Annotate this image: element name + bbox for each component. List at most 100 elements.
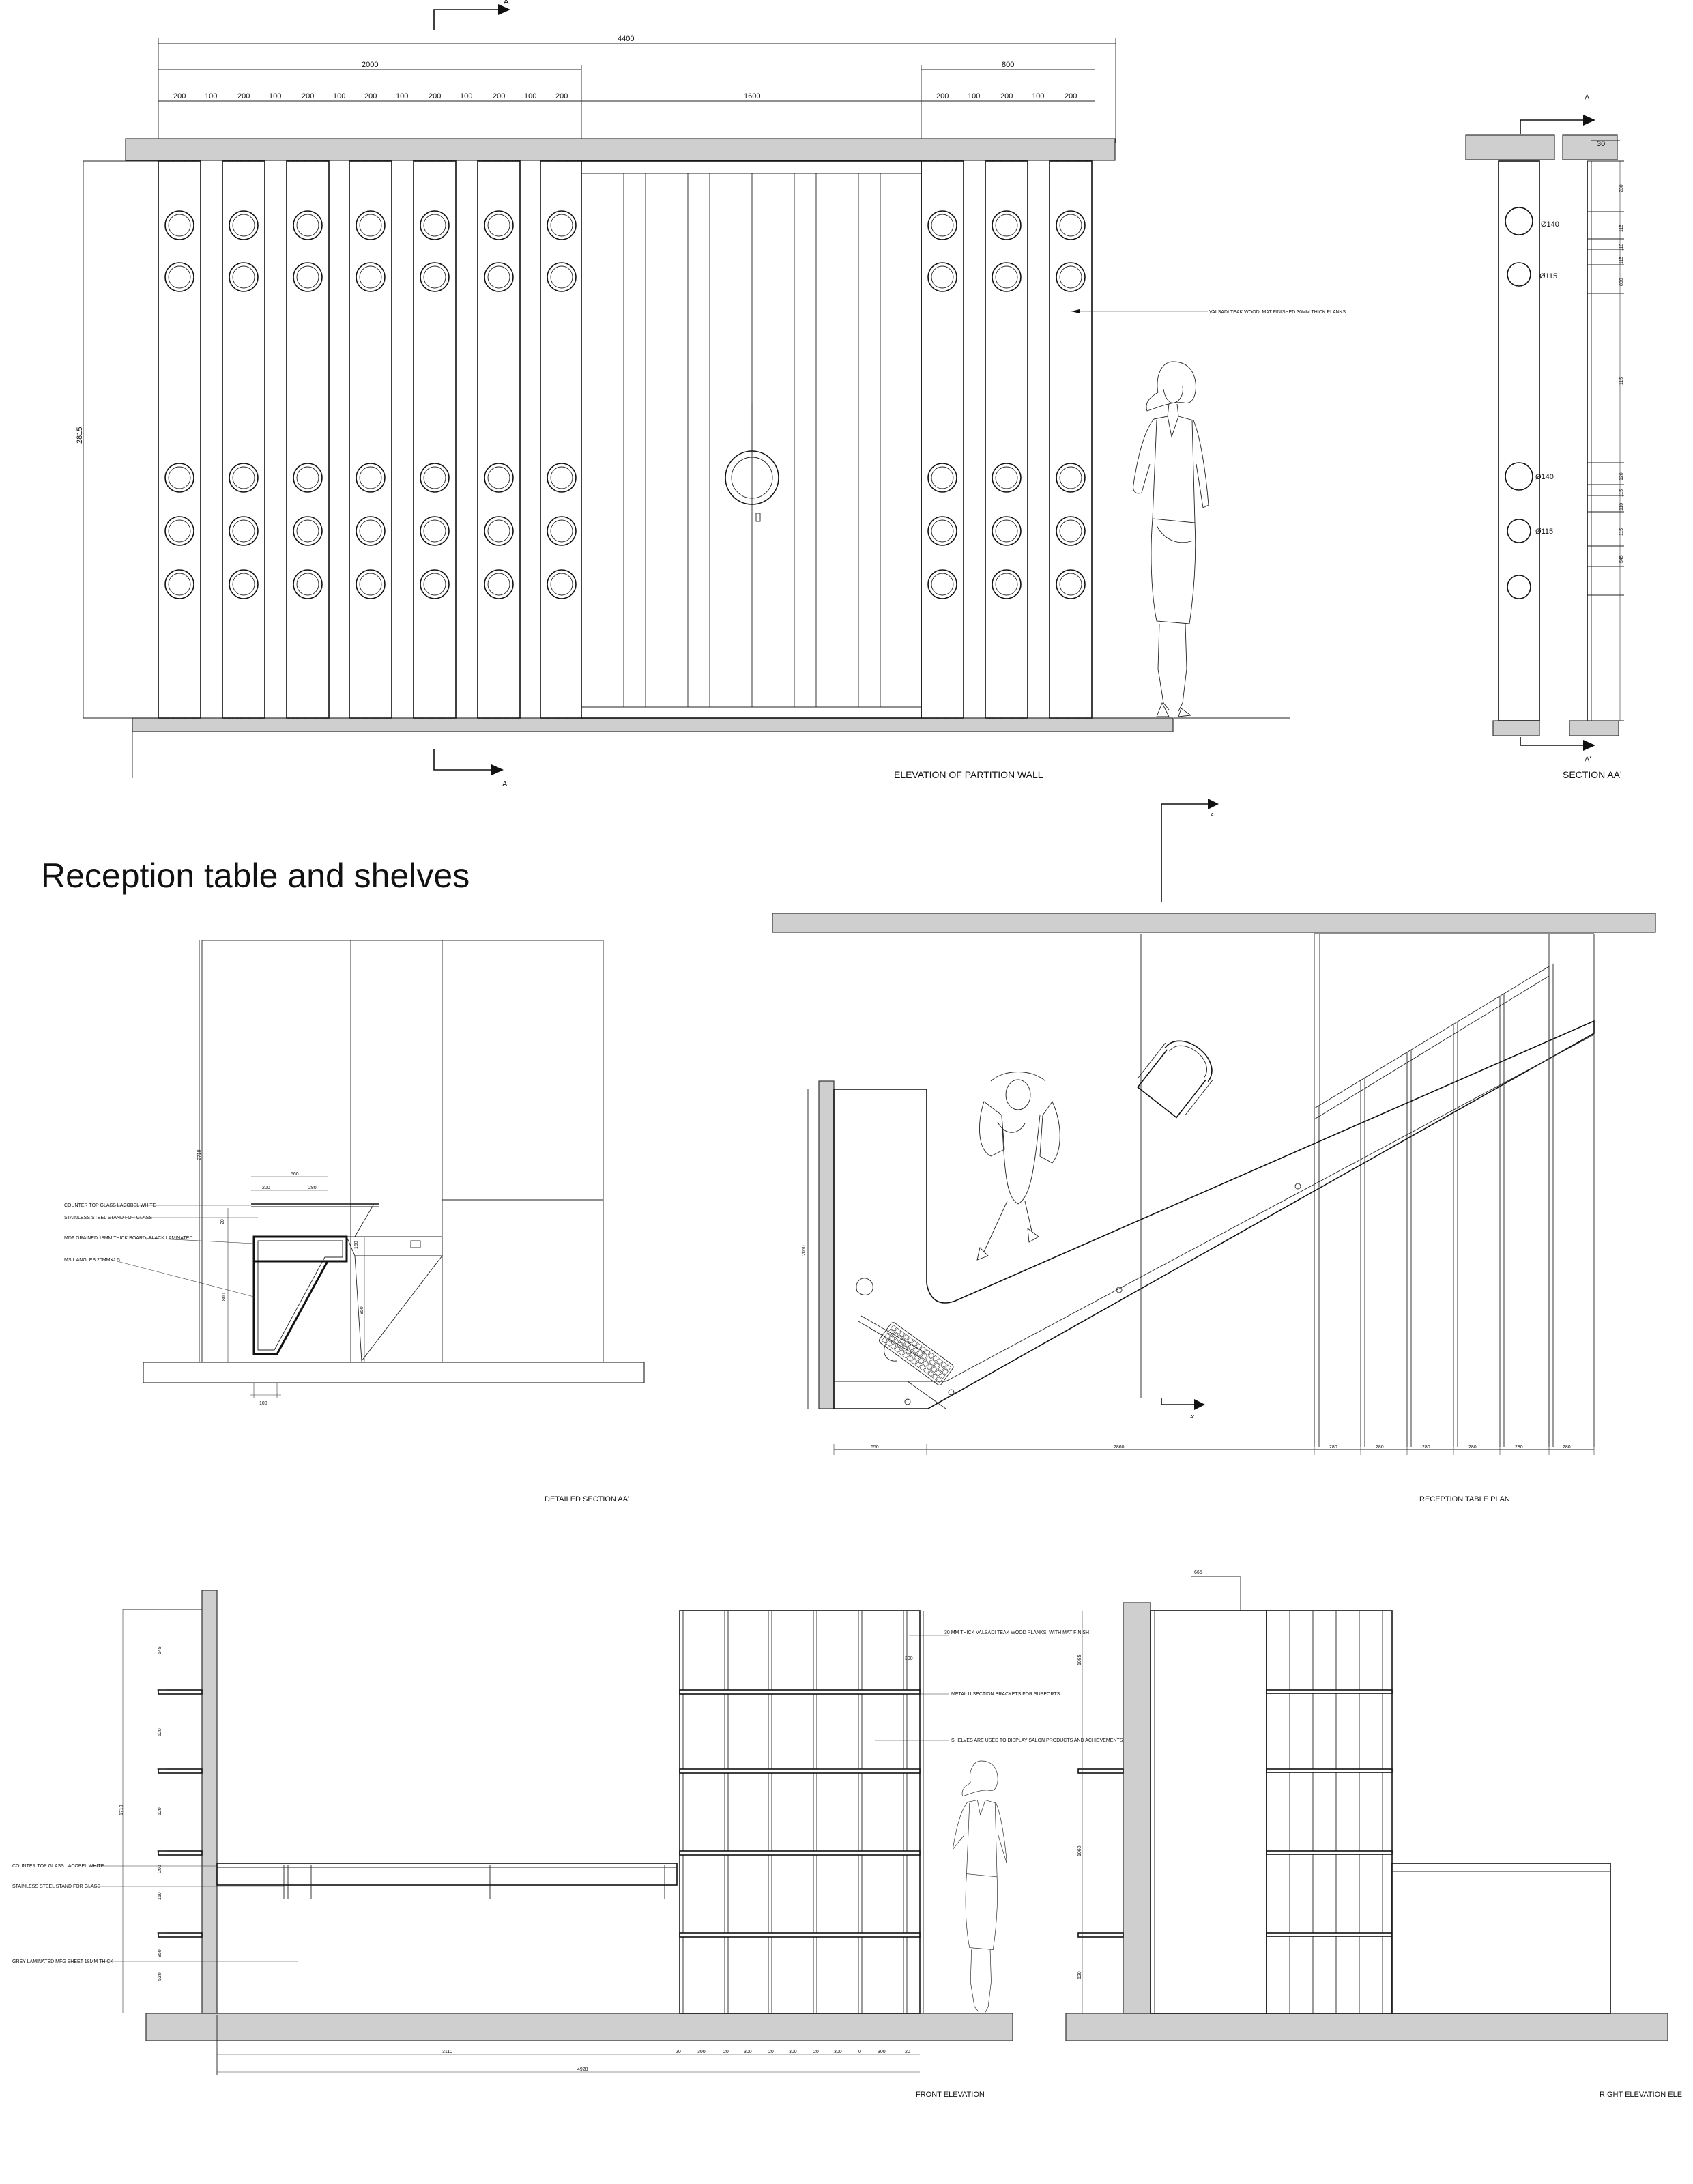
chair	[1137, 1040, 1213, 1119]
fe-bottom-dim: 300	[878, 2050, 886, 2054]
plank-hole	[484, 569, 514, 599]
plank-gap-dim: 100	[1032, 92, 1044, 100]
plank-hole	[420, 210, 450, 240]
title-front-elevation: FRONT ELEVATION	[916, 2090, 985, 2099]
plank-hole	[293, 463, 323, 493]
fe-left-note-1: COUNTER TOP GLASS LACOBEL WHITE	[12, 1864, 104, 1869]
plank-hole	[164, 463, 194, 493]
plank-hole	[484, 516, 514, 546]
plank-hole	[164, 210, 194, 240]
shelf-board	[679, 1768, 921, 1774]
detail-dim-20: 20	[220, 1219, 225, 1224]
section-thickness: 30	[1597, 140, 1605, 148]
fe-note-2: METAL U SECTION BRACKETS FOR SUPPORTS	[951, 1692, 1060, 1697]
fe-left-dim: 850	[158, 1949, 162, 1957]
dim-right-group: 800	[1002, 61, 1014, 69]
plank-hole	[1056, 262, 1086, 292]
fe-left-note-3: GREY LAMINATED MFG SHEET 18MM THICK	[12, 1959, 113, 1964]
partition-plank	[921, 160, 964, 719]
pivot-door	[581, 160, 922, 719]
plank-hole	[293, 569, 323, 599]
plan-wall	[772, 913, 1656, 933]
plank-gap-dim: 100	[269, 92, 281, 100]
dim-left-group: 2000	[362, 61, 378, 69]
human-figure-topview	[976, 1072, 1060, 1261]
plank-width-dim: 200	[1065, 92, 1077, 100]
dim-door: 1600	[744, 92, 760, 100]
page-title: Reception table and shelves	[41, 857, 469, 895]
human-figure-woman-2	[952, 1760, 1007, 2013]
section-side-dim: 115	[1619, 257, 1624, 264]
plank-hole	[927, 463, 957, 493]
wall-shelf	[158, 1689, 203, 1695]
plan-bottom-dim: 280	[1563, 1445, 1571, 1450]
plank-hole	[992, 569, 1022, 599]
plan-mark-a-prime: A'	[1190, 1415, 1194, 1420]
human-figure-woman	[1133, 361, 1209, 717]
fe-left-dim: 200	[158, 1865, 162, 1873]
note-teak-planks: VALSADI TEAK WOOD, MAT FINISHED 30MM THI…	[1209, 310, 1346, 315]
plank-hole	[992, 210, 1022, 240]
plank-width-dim: 200	[302, 92, 314, 100]
plan-bottom-dim: 650	[871, 1445, 879, 1450]
re-dim-2: 1060	[1077, 1845, 1082, 1856]
dim-height: 2815	[76, 427, 84, 444]
plank-gap-dim: 100	[205, 92, 217, 100]
plank-hole	[164, 569, 194, 599]
plank-hole	[420, 516, 450, 546]
section-aa-mark-a-prime: A'	[1585, 756, 1591, 764]
fe-bottom-dim: 300	[789, 2050, 797, 2054]
plank-hole	[547, 463, 577, 493]
fe-bottom-dim: 300	[697, 2050, 706, 2054]
section-side-dim: 120	[1619, 472, 1624, 480]
monitor	[858, 1315, 926, 1359]
plank-hole	[1056, 516, 1086, 546]
plank-width-dim: 200	[493, 92, 505, 100]
plank-hole	[1056, 210, 1086, 240]
title-detailed-section: DETAILED SECTION AA'	[545, 1495, 629, 1504]
partition-plank	[349, 160, 392, 719]
shelf-board	[679, 1932, 921, 1938]
plan-bottom-dim: 280	[1422, 1445, 1430, 1450]
wall-shelf	[158, 1932, 203, 1938]
section-marker-a-top: A	[433, 0, 510, 30]
door-lock	[755, 513, 761, 522]
fe-bottom-dim: 20	[676, 2050, 681, 2054]
detail-note-1: COUNTER TOP GLASS LACOBEL WHITE	[64, 1203, 156, 1208]
detail-dim-150: 150	[354, 1241, 359, 1249]
detail-dim-200: 200	[262, 1186, 270, 1190]
partition-planks	[158, 160, 1093, 719]
hole-label-3: Ø140	[1535, 473, 1554, 481]
plank-hole	[293, 516, 323, 546]
fe-bottom-dim: 300	[834, 2050, 842, 2054]
partition-plank	[413, 160, 457, 719]
title-table-plan: RECEPTION TABLE PLAN	[1419, 1495, 1510, 1504]
partition-plank	[286, 160, 330, 719]
plank-gap-dim: 100	[460, 92, 472, 100]
re-wall-shelf	[1077, 1768, 1124, 1774]
fe-left-note-2: STAINLESS STEEL STAND FOR GLASS	[12, 1884, 100, 1889]
plank-hole	[420, 262, 450, 292]
plan-depth: 2060	[802, 1245, 807, 1256]
section-side-dim: 115	[1619, 225, 1624, 232]
reception-table-plan: A A'	[772, 799, 1656, 1504]
partition-plank	[1049, 160, 1093, 719]
detail-dim-800: 800	[222, 1293, 227, 1301]
plank-hole	[229, 210, 259, 240]
fe-left-dim: 520	[158, 1807, 162, 1815]
section-side-dim: 800	[1619, 278, 1624, 286]
plank-hole	[356, 516, 386, 546]
detailed-section: 2710 560 200 280 20 150 800 850 100 COUN…	[64, 940, 645, 1504]
plan-bottom-dim: 280	[1515, 1445, 1523, 1450]
fe-length-4928: 4928	[577, 2067, 588, 2072]
section-marker-a-prime-bottom: A'	[433, 749, 508, 788]
plank-hole	[420, 569, 450, 599]
title-right-elevation: RIGHT ELEVATION ELE	[1600, 2090, 1682, 2099]
wall-shelf	[158, 1850, 203, 1856]
re-dim-3: 520	[1077, 1971, 1082, 1979]
partition-plank	[985, 160, 1028, 719]
re-shelf-board	[1266, 1932, 1393, 1937]
